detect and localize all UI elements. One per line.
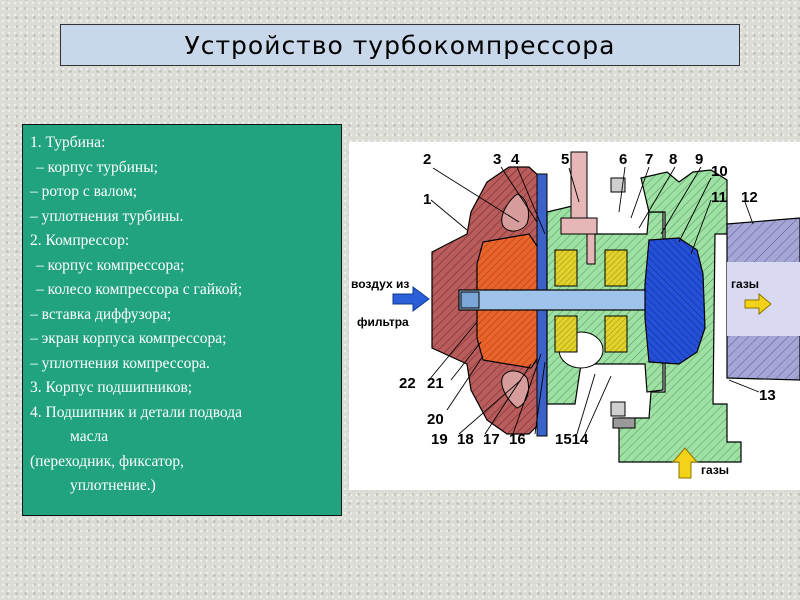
label-11: 11 bbox=[711, 189, 727, 206]
exhaust-inlet-label: газы bbox=[701, 463, 729, 477]
air-inlet-label-line1: воздух из bbox=[351, 277, 409, 291]
label-6: 6 bbox=[619, 151, 627, 168]
exhaust-outlet-arrow-icon bbox=[744, 292, 772, 316]
label-9: 9 bbox=[695, 151, 703, 168]
list-item: – корпус турбины; bbox=[36, 158, 158, 176]
label-19: 19 bbox=[431, 431, 448, 448]
slide-title: Устройство турбокомпрессора bbox=[184, 30, 616, 60]
label-8: 8 bbox=[669, 151, 677, 168]
label-22: 22 bbox=[399, 375, 416, 392]
list-item: – корпус компрессора; bbox=[36, 256, 185, 274]
list-item: 2. Компрессор: bbox=[30, 232, 130, 249]
list-item: масла bbox=[70, 428, 109, 445]
label-4: 4 bbox=[511, 151, 520, 168]
label-3: 3 bbox=[493, 151, 501, 168]
list-item: 1. Турбина: bbox=[30, 134, 106, 151]
label-18: 18 bbox=[457, 431, 474, 448]
turbocharger-diagram: 2 3 4 5 6 7 8 9 10 11 12 1 13 22 21 20 1… bbox=[349, 142, 800, 490]
list-item: – экран корпуса компрессора; bbox=[30, 330, 227, 347]
bearing bbox=[554, 249, 628, 353]
turbine-wheel bbox=[644, 237, 706, 365]
label-2: 2 bbox=[423, 151, 431, 168]
list-item: – колесо компрессора с гайкой; bbox=[36, 281, 243, 298]
oil-inlet-fitting bbox=[560, 151, 598, 265]
turbocharger-cross-section: 2 3 4 5 6 7 8 9 10 11 12 1 13 22 21 20 1… bbox=[351, 151, 800, 479]
exhaust-inlet-arrow-icon bbox=[671, 447, 699, 479]
leader-lines bbox=[428, 166, 760, 435]
list-item: – вставка диффузора; bbox=[30, 305, 172, 323]
label-10: 10 bbox=[711, 163, 728, 180]
list-item: – уплотнения компрессора. bbox=[30, 354, 210, 372]
slide-title-box: Устройство турбокомпрессора bbox=[60, 24, 740, 66]
label-20: 20 bbox=[427, 411, 444, 428]
list-item: 3. Корпус подшипников; bbox=[30, 379, 193, 396]
label-21: 21 bbox=[427, 375, 444, 392]
label-16: 16 bbox=[509, 431, 526, 448]
list-item: – уплотнения турбины. bbox=[30, 207, 184, 225]
list-item: уплотнение.) bbox=[70, 477, 156, 494]
list-item: (переходник, фиксатор, bbox=[30, 452, 184, 470]
air-inlet-arrow-icon bbox=[392, 286, 430, 312]
air-inlet-label-line2: фильтра bbox=[357, 315, 409, 329]
list-item: – ротор с валом; bbox=[30, 183, 138, 200]
label-5: 5 bbox=[561, 151, 569, 168]
label-7: 7 bbox=[645, 151, 653, 168]
compressor-nut bbox=[460, 291, 480, 309]
components-list-panel: 1. Турбина: – корпус турбины; – ротор с … bbox=[22, 124, 342, 516]
exhaust-outlet-label: газы bbox=[731, 277, 759, 291]
label-17: 17 bbox=[483, 431, 500, 448]
label-15-14: 1514 bbox=[555, 431, 589, 448]
label-12: 12 bbox=[741, 189, 758, 206]
label-1: 1 bbox=[423, 191, 431, 208]
label-13: 13 bbox=[759, 387, 776, 404]
list-item: 4. Подшипник и детали подвода bbox=[30, 403, 242, 421]
